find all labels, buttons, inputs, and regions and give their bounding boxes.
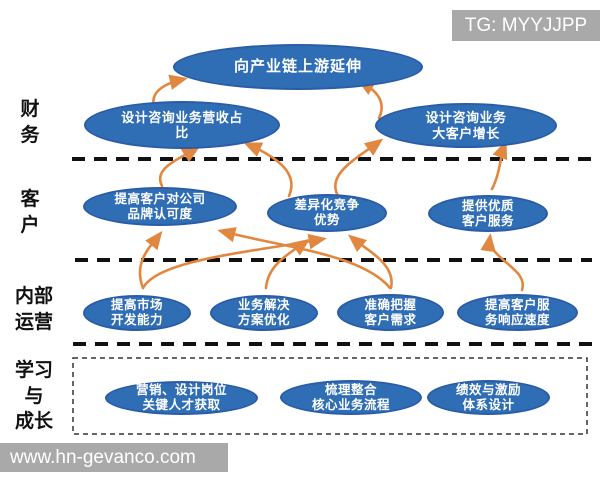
node-text: 提高市场 <box>110 298 163 313</box>
node-learn-perf: 绩效与激励 体系设计 <box>427 380 550 415</box>
node-text: 大客户增长 <box>432 125 500 141</box>
node-text: 提高客户服 <box>484 297 550 312</box>
node-text: 方案优化 <box>237 313 290 327</box>
watermark-bottom-left: www.hn-gevanco.com <box>0 443 228 472</box>
perspective-customer-line: 户 <box>20 214 40 236</box>
node-text: 优势 <box>313 213 340 227</box>
node-text: 营销、设计岗位 <box>135 383 227 398</box>
node-text: 客户服务 <box>461 213 514 228</box>
node-text: 核心业务流程 <box>311 397 390 412</box>
perspective-learning-line: 成长 <box>14 411 53 433</box>
node-text: 客户需求 <box>364 312 417 327</box>
node-ops-demand: 准确把握 客户需求 <box>337 294 444 331</box>
node-text: 业务解决 <box>237 298 290 313</box>
node-cust-mid: 差异化竞争 优势 <box>267 194 387 232</box>
node-text: 绩效与激励 <box>455 382 521 397</box>
node-text: 设计咨询业务营收占 <box>121 109 243 125</box>
arrow-cust-left-to-fin-left <box>158 145 201 188</box>
node-text: 务响应速度 <box>484 312 550 327</box>
node-learn-talent: 营销、设计岗位 关键人才获取 <box>105 381 258 415</box>
node-text: 设计咨询业务 <box>425 110 507 126</box>
node-fin-right: 设计咨询业务 大客户增长 <box>375 103 557 148</box>
arrow-ops-response-to-cust-right <box>480 233 525 292</box>
node-text: 体系设计 <box>462 397 515 412</box>
perspective-label-learning: 学习 与 成长 <box>8 358 60 435</box>
arrow-cust-right-to-fin-right <box>490 140 508 191</box>
node-text: 提高客户对公司 <box>114 191 206 206</box>
perspective-finance-line: 务 <box>20 124 40 146</box>
node-cust-right: 提供优质 客户服务 <box>428 195 548 232</box>
node-learn-process: 梳理整合 核心业务流程 <box>280 380 422 415</box>
node-text: 比 <box>175 125 189 140</box>
arrow-ops-market-to-cust-mid <box>141 233 327 290</box>
arrow-cust-mid-to-fin-left <box>243 142 293 198</box>
node-text: 品牌认可度 <box>127 206 193 221</box>
perspective-learning-line: 学习 <box>14 360 53 381</box>
node-text: 关键人才获取 <box>142 398 221 412</box>
watermark-top-right: TG: MYYJJPP <box>452 10 600 41</box>
node-text: 提供优质 <box>461 198 514 213</box>
node-fin-left: 设计咨询业务营收占 比 <box>84 101 280 149</box>
arrow-ops-market-to-cust-left <box>138 230 163 290</box>
perspective-label-operations: 内部 运营 <box>8 284 60 335</box>
node-text: 差异化竞争 <box>294 198 360 213</box>
arrow-ops-demand-to-cust-left <box>217 227 392 290</box>
watermark-text: TG: MYYJJPP <box>464 14 588 36</box>
perspective-label-customer: 客 户 <box>12 187 48 238</box>
perspective-operations-line: 内部 <box>14 286 53 307</box>
node-text: 向产业链上游延伸 <box>233 58 362 76</box>
node-vision: 向产业链上游延伸 <box>173 44 423 90</box>
arrow-ops-demand-to-cust-mid <box>347 234 393 290</box>
node-text: 准确把握 <box>364 297 417 312</box>
perspective-learning-line: 与 <box>24 385 44 407</box>
watermark-text: www.hn-gevanco.com <box>10 446 196 468</box>
node-cust-left: 提高客户对公司 品牌认可度 <box>83 187 237 226</box>
perspective-customer-line: 客 <box>20 189 40 210</box>
perspective-label-finance: 财 务 <box>12 97 48 148</box>
node-ops-solution: 业务解决 方案优化 <box>210 295 318 331</box>
perspective-finance-line: 财 <box>20 99 40 120</box>
arrow-cust-mid-to-fin-right <box>334 138 384 198</box>
node-text: 梳理整合 <box>324 382 377 397</box>
node-text: 开发能力 <box>110 313 163 327</box>
perspective-operations-line: 运营 <box>14 311 53 333</box>
node-ops-market: 提高市场 开发能力 <box>83 295 191 331</box>
node-ops-response: 提高客户服 务响应速度 <box>457 294 578 331</box>
arrow-ops-solution-to-cust-mid <box>264 238 311 290</box>
